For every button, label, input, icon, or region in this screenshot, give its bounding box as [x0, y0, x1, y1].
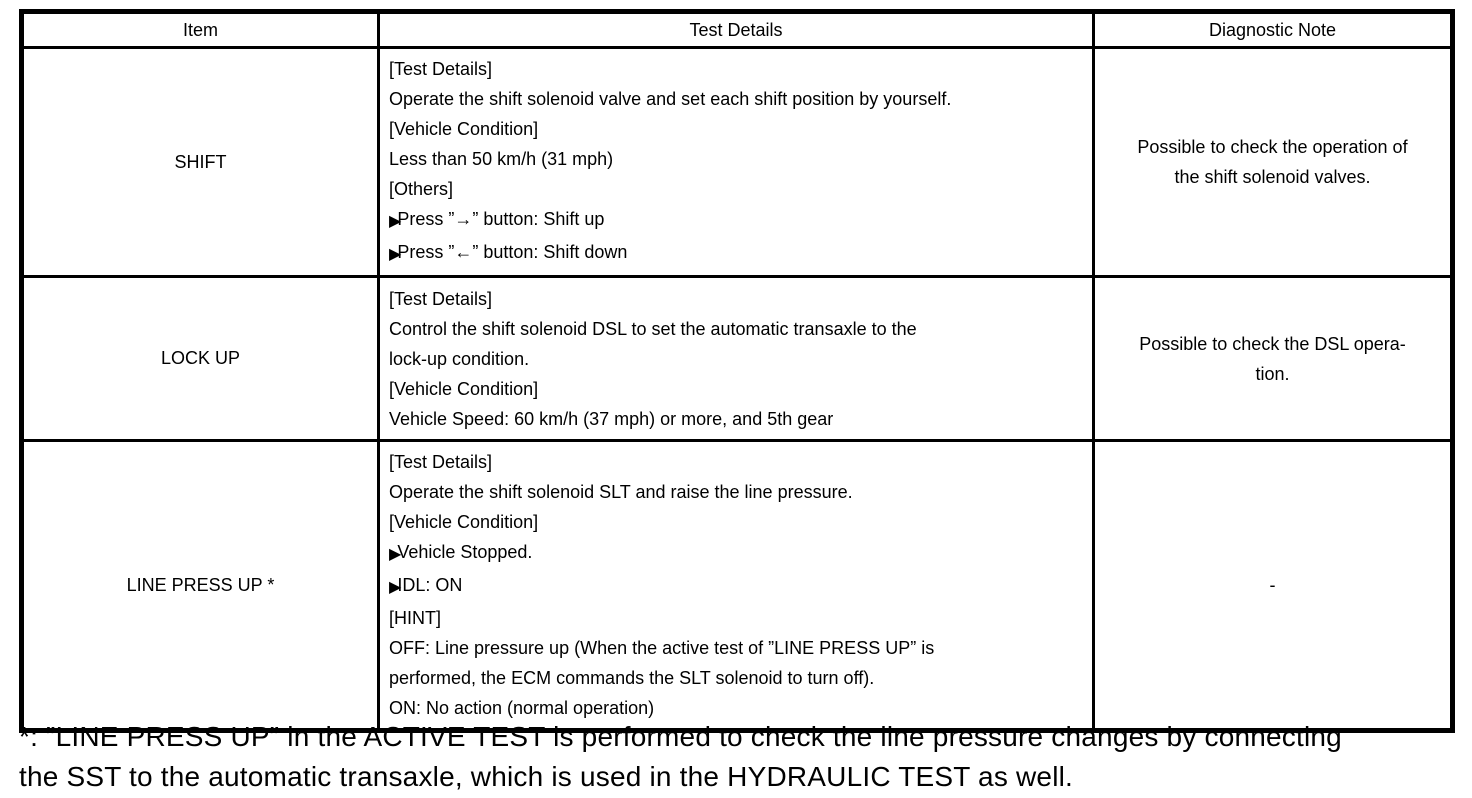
- detail-line: Vehicle Speed: 60 km/h (37 mph) or more,…: [389, 404, 1086, 434]
- detail-line: ON: No action (normal operation): [389, 693, 1086, 723]
- table-row-lockup: LOCK UP [Test Details] Control the shift…: [20, 275, 1454, 442]
- detail-text: Control the shift solenoid DSL to set th…: [389, 318, 917, 339]
- detail-line: Less than 50 km/h (31 mph): [389, 144, 1086, 174]
- detail-text: [HINT]: [389, 608, 441, 628]
- detail-line: [Test Details]: [389, 54, 1086, 84]
- detail-line: performed, the ECM commands the SLT sole…: [389, 663, 1086, 693]
- detail-line: OFF: Line pressure up (When the active t…: [389, 633, 1086, 663]
- detail-line: [Others]: [389, 174, 1086, 204]
- detail-text: IDL: ON: [397, 575, 463, 595]
- detail-line: ▶Vehicle Stopped.: [389, 537, 1086, 570]
- active-test-table: Item Test Details Diagnostic Note SHIFT …: [19, 9, 1455, 733]
- detail-line: Operate the shift solenoid valve and set…: [389, 84, 1086, 114]
- bullet-arrow-icon: ▶: [389, 546, 402, 563]
- table-header-row: Item Test Details Diagnostic Note: [20, 10, 1454, 49]
- detail-line: [Test Details]: [389, 284, 1086, 314]
- item-cell: LOCK UP: [20, 275, 380, 442]
- detail-text: Operate the shift solenoid valve and set…: [389, 89, 952, 109]
- detail-text: Vehicle Stopped.: [397, 542, 533, 562]
- detail-line: [Vehicle Condition]: [389, 114, 1086, 144]
- test-details-cell: [Test Details] Control the shift solenoi…: [377, 275, 1095, 442]
- diagnostic-note-cell: -: [1092, 439, 1454, 732]
- detail-text: lock-up condition.: [389, 348, 530, 369]
- bullet-arrow-icon: ▶: [389, 213, 402, 230]
- item-cell: SHIFT: [20, 46, 380, 278]
- detail-text: [Vehicle Condition]: [389, 512, 539, 532]
- diagnostic-note-cell: Possible to check the DSL opera- tion.: [1092, 275, 1454, 442]
- detail-line: Operate the shift solenoid SLT and raise…: [389, 477, 1086, 507]
- header-item: Item: [20, 10, 380, 49]
- detail-line: lock-up condition.: [389, 344, 1086, 374]
- table-row-linepress: LINE PRESS UP * [Test Details] Operate t…: [20, 439, 1454, 732]
- detail-text: Vehicle Speed: 60 km/h (37 mph) or more,…: [389, 408, 834, 429]
- detail-text: [Test Details]: [389, 288, 493, 309]
- detail-text: [Test Details]: [389, 452, 493, 472]
- detail-line: Control the shift solenoid DSL to set th…: [389, 314, 1086, 344]
- detail-text: Press ”→” button: Shift up: [397, 209, 605, 229]
- test-details-cell: [Test Details] Operate the shift solenoi…: [377, 46, 1095, 278]
- footnote-text: *: ”LINE PRESS UP” in the ACTIVE TEST is…: [19, 721, 1342, 792]
- detail-text: [Test Details]: [389, 59, 493, 79]
- diagnostic-note-cell: Possible to check the operation of the s…: [1092, 46, 1454, 278]
- detail-text: Operate the shift solenoid SLT and raise…: [389, 482, 853, 502]
- item-cell: LINE PRESS UP *: [20, 439, 380, 732]
- bullet-arrow-icon: ▶: [389, 246, 402, 263]
- detail-text: performed, the ECM commands the SLT sole…: [389, 668, 875, 688]
- header-test-details: Test Details: [377, 10, 1095, 49]
- detail-text: Less than 50 km/h (31 mph): [389, 149, 614, 169]
- detail-text: Press ”←” button: Shift down: [397, 242, 628, 262]
- detail-line: [HINT]: [389, 603, 1086, 633]
- detail-text: ON: No action (normal operation): [389, 698, 655, 718]
- detail-line: [Test Details]: [389, 447, 1086, 477]
- detail-text: [Vehicle Condition]: [389, 378, 539, 399]
- table-row-shift: SHIFT [Test Details] Operate the shift s…: [20, 46, 1454, 278]
- detail-line: ▶IDL: ON: [389, 570, 1086, 603]
- test-details-cell: [Test Details] Operate the shift solenoi…: [377, 439, 1095, 732]
- detail-line: ▶Press ”←” button: Shift down: [389, 237, 1086, 270]
- header-diagnostic-note: Diagnostic Note: [1092, 10, 1454, 49]
- detail-text: [Others]: [389, 179, 454, 199]
- detail-line: ▶Press ”→” button: Shift up: [389, 204, 1086, 237]
- detail-line: [Vehicle Condition]: [389, 507, 1086, 537]
- bullet-arrow-icon: ▶: [389, 579, 402, 596]
- detail-text: [Vehicle Condition]: [389, 119, 539, 139]
- detail-text: OFF: Line pressure up (When the active t…: [389, 638, 935, 658]
- detail-line: [Vehicle Condition]: [389, 374, 1086, 404]
